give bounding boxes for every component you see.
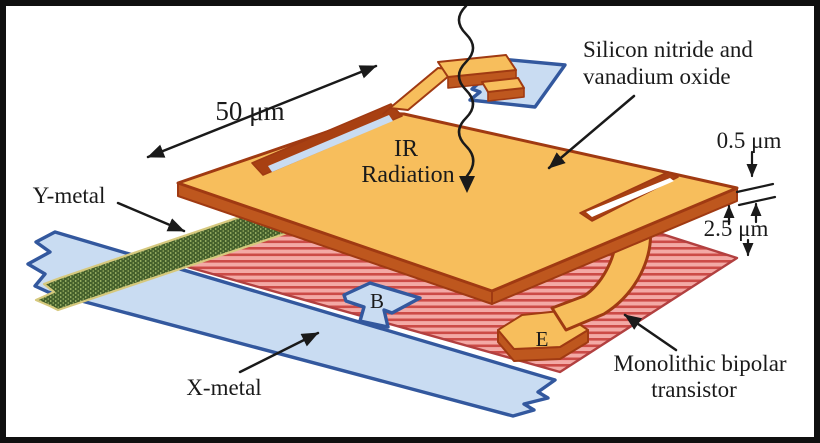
x-metal-arrow — [238, 331, 320, 374]
silicon-nitride-label-line2: vanadium oxide — [583, 64, 731, 89]
y-metal-strip — [34, 194, 304, 312]
ir-radiation-label-line2: Radiation — [361, 162, 454, 188]
silicon-nitride-label-line1: Silicon nitride and — [583, 37, 753, 62]
ir-radiation-wavy-arrow — [457, 4, 475, 178]
gap-dimension-label: 2.5 μm — [704, 216, 769, 241]
transistor-label-line2: transistor — [651, 377, 737, 402]
emitter-contact-label: E — [536, 327, 549, 351]
thickness-dimension-label: 0.5 μm — [717, 128, 782, 153]
y-metal-arrow — [116, 201, 186, 233]
tab-top-face — [437, 54, 517, 78]
thickness-tick-top — [735, 182, 775, 194]
base-contact-label: B — [370, 289, 384, 313]
silicon-nitride-arrow — [547, 94, 636, 170]
width-dimension-arrow — [146, 64, 378, 159]
y-metal-label: Y-metal — [33, 183, 106, 208]
x-metal-strip — [26, 230, 557, 418]
ir-radiation-arrowhead — [459, 176, 475, 193]
x-metal-label: X-metal — [186, 375, 261, 400]
membrane-support-leg — [550, 223, 653, 332]
tab-ledge-top — [481, 77, 525, 93]
transistor-label-line1: Monolithic bipolar — [613, 351, 786, 376]
transistor-arrow — [623, 313, 678, 352]
membrane-slot-right-gap — [586, 178, 674, 217]
width-dimension-label: 50 μm — [215, 96, 284, 126]
base-contact-pad — [342, 281, 422, 329]
ir-radiation-label-line1: IR — [394, 136, 418, 162]
thickness-tick-bottom — [737, 195, 777, 207]
